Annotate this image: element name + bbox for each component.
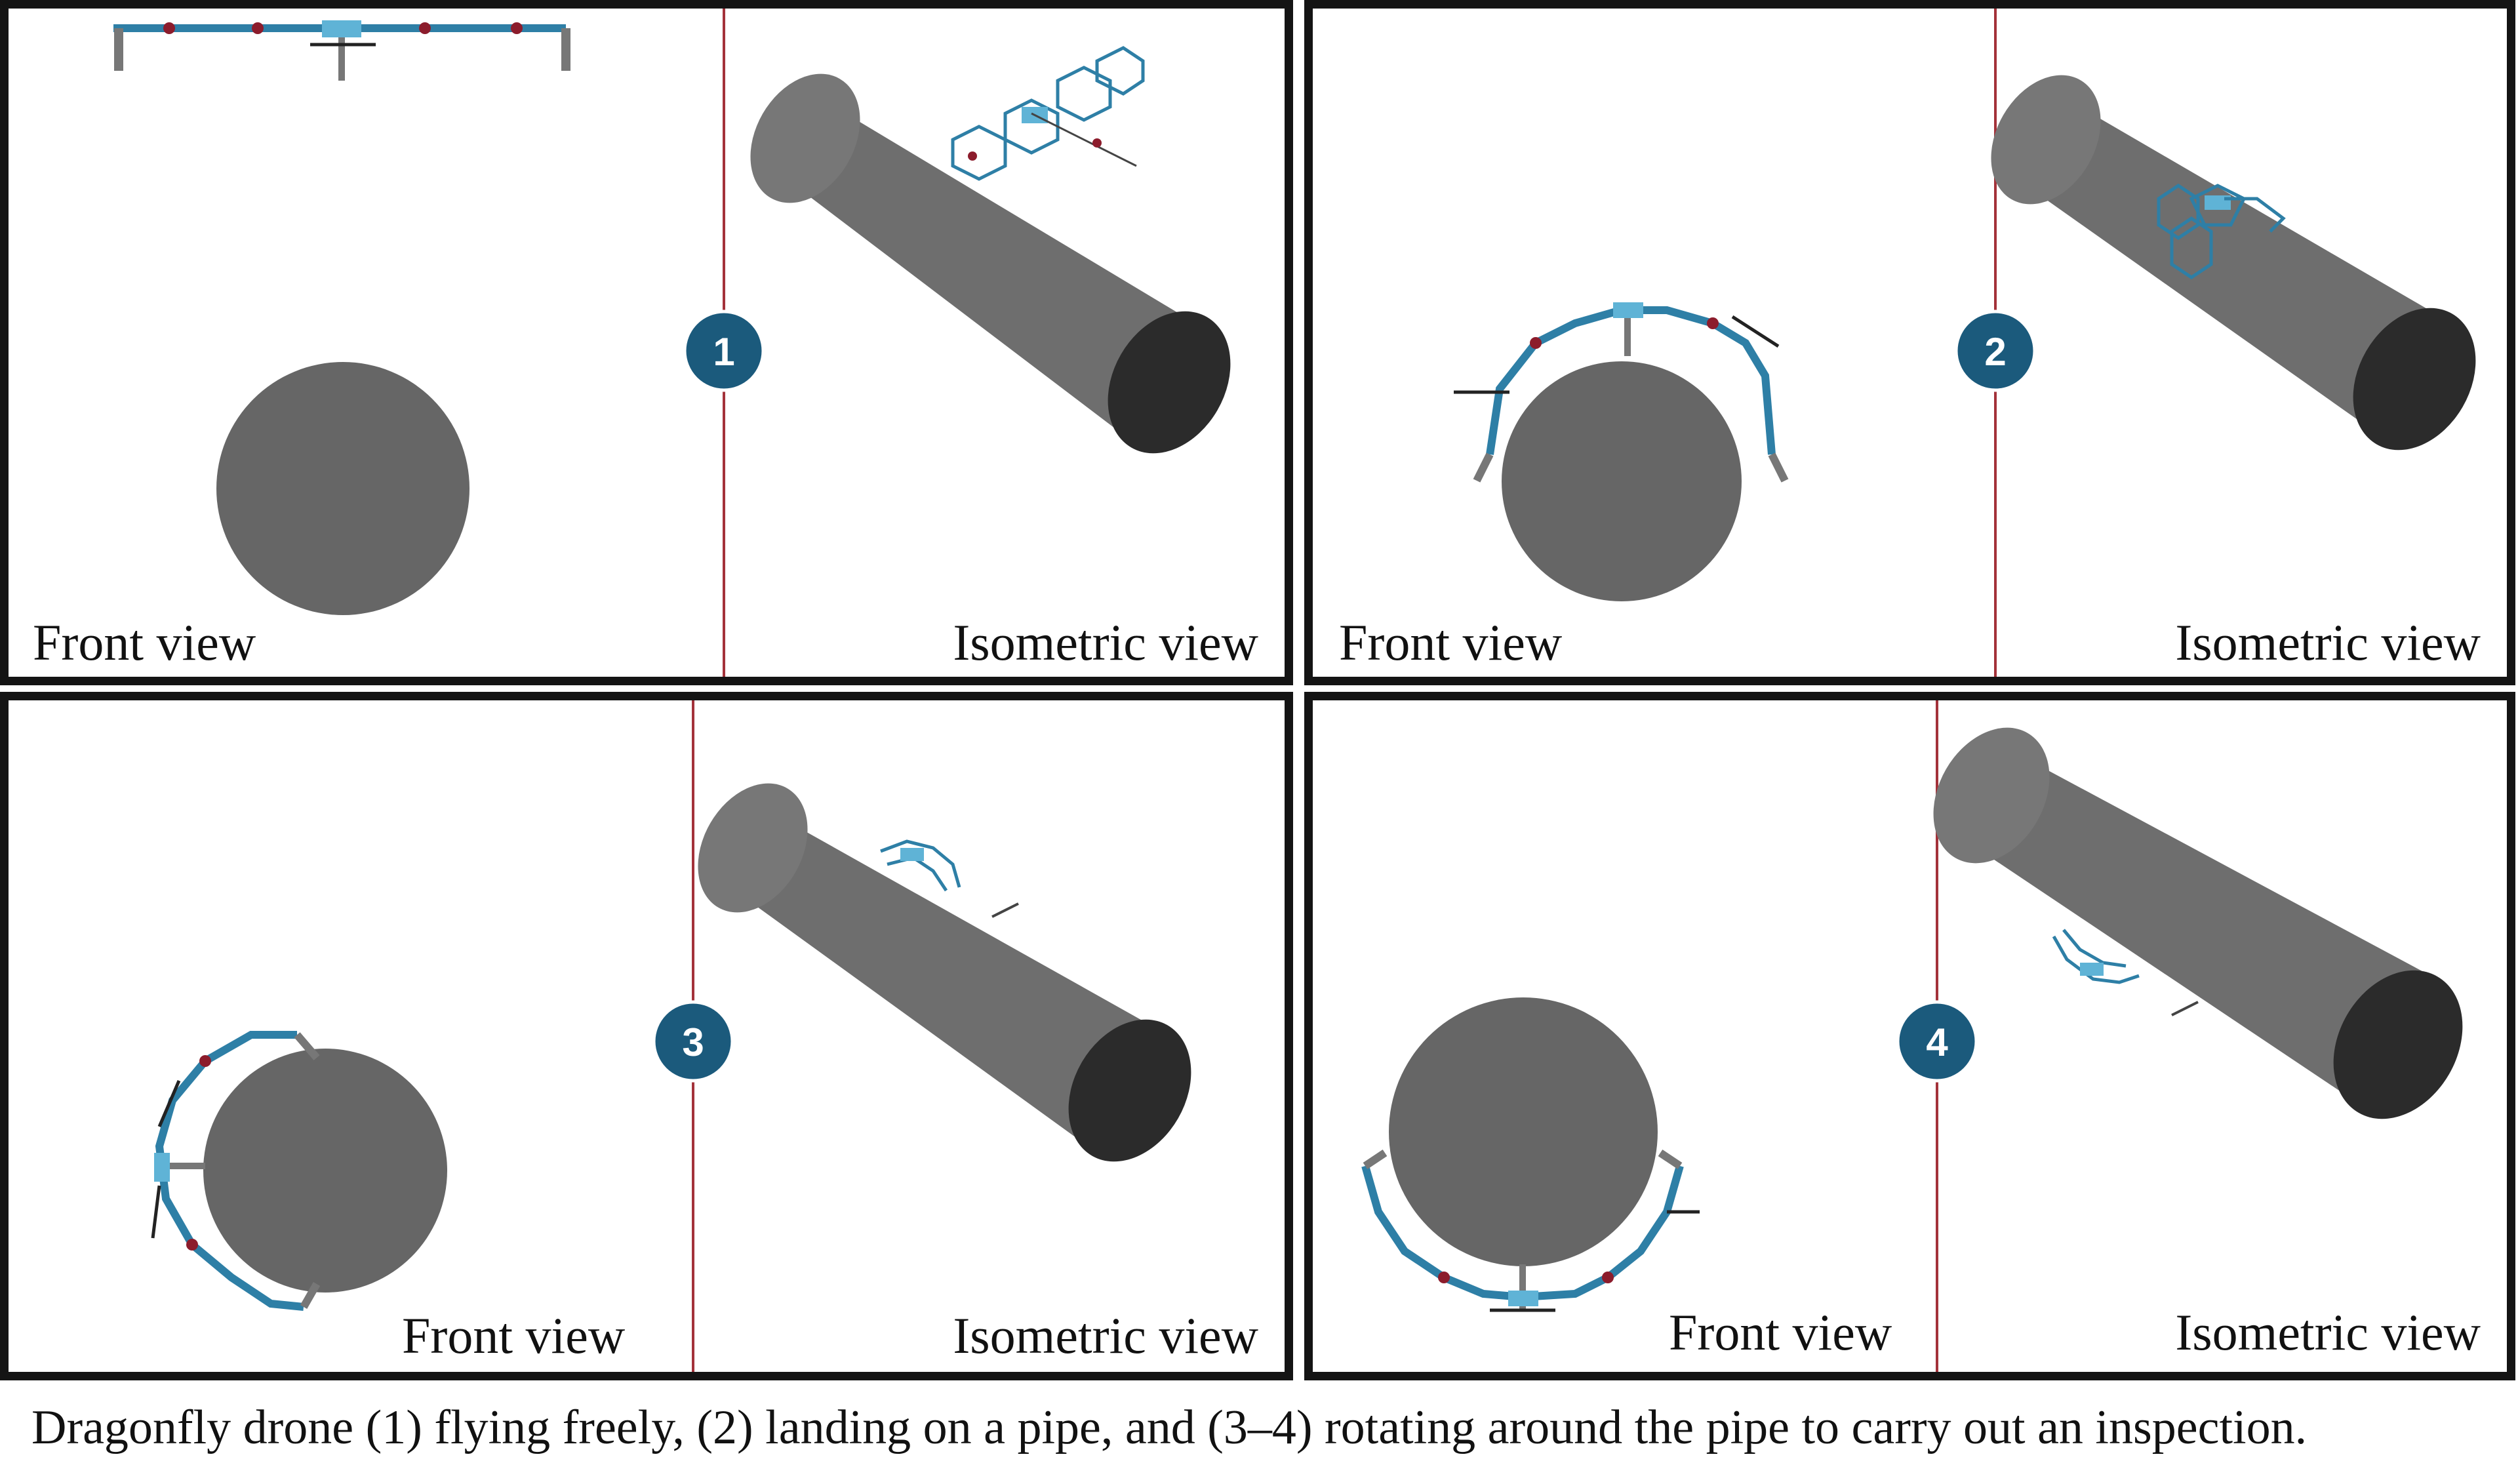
panel-1: 1 Front view Isometric view [0,0,1293,685]
step-badge-1: 1 [683,310,765,392]
drone-front-view [1361,1150,1700,1312]
panel-1-drawing: 1 [113,9,1231,677]
drone-front-view [113,20,570,81]
isometric-view-label: Isometric view [2175,1304,2481,1361]
panel-4-drawing: 4 [1361,700,2463,1372]
isometric-view-label: Isometric view [953,1307,1258,1364]
drone-isometric [951,46,1145,181]
pipe-isometric [1991,75,2476,451]
drone-isometric [880,839,1019,918]
step-badge-3: 3 [652,1000,734,1083]
panel-2: 2 Front view Isometric view [1304,0,2515,685]
drone-front-view [151,1031,321,1311]
step-number: 2 [1984,330,2006,374]
pipe-isometric [698,783,1191,1162]
pipe-cross-section [203,1049,447,1293]
step-number: 1 [713,330,734,374]
pipe-cross-section [1502,361,1742,601]
panel-2-drawing: 2 [1454,9,2476,677]
front-view-label: Front view [402,1307,626,1364]
step-number: 4 [1926,1020,1948,1064]
pipe-isometric [750,73,1231,454]
figure-caption: Dragonfly drone (1) flying freely, (2) l… [31,1401,2308,1454]
isometric-view-label: Isometric view [2175,614,2481,671]
step-number: 3 [682,1020,704,1064]
front-view-label: Front view [33,614,256,671]
drone-front-view [1454,302,1789,483]
pipe-cross-section [216,362,470,615]
panel-4: 4 Front view Isometric view [1304,692,2515,1380]
step-badge-4: 4 [1896,1000,1978,1083]
isometric-view-label: Isometric view [953,614,1258,671]
front-view-label: Front view [1669,1304,1892,1361]
panel-3: 3 Front view Isometric view [0,692,1293,1380]
drone-isometric [2052,929,2199,1016]
panel-3-drawing: 3 [151,700,1191,1372]
step-badge-2: 2 [1954,310,2037,392]
pipe-cross-section [1389,997,1658,1266]
pipe-isometric [1933,727,2463,1119]
front-view-label: Front view [1339,614,1563,671]
drone-isometric [2157,183,2286,280]
